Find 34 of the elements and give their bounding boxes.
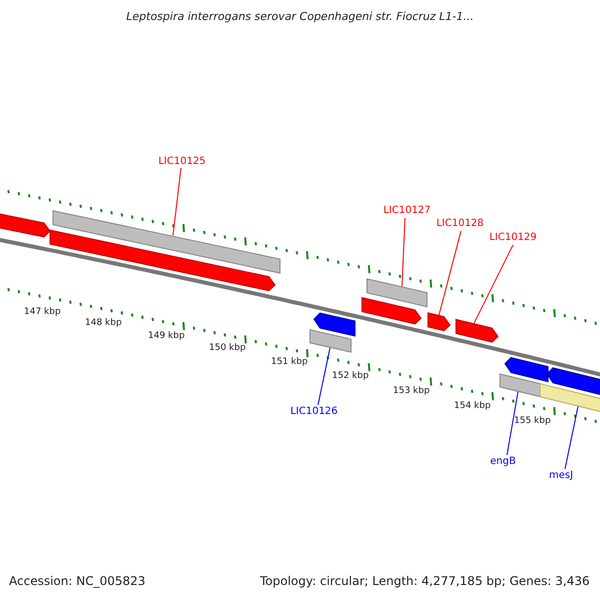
gene-feature	[456, 318, 499, 343]
gene-feature	[0, 211, 51, 238]
leader-line	[474, 244, 514, 324]
scale-label: 151 kbp	[271, 357, 308, 367]
gene-label: engB	[490, 456, 516, 467]
gene-feature	[362, 296, 422, 324]
scale-label: 154 kbp	[454, 401, 491, 411]
gene-feature	[50, 229, 276, 292]
gene-feature	[504, 357, 548, 382]
scale-label: 150 kbp	[209, 343, 246, 353]
scale-label: 147 kbp	[24, 307, 61, 317]
scale-label: 153 kbp	[393, 386, 430, 396]
blast-hit-bar	[310, 329, 352, 353]
leader-line	[402, 218, 406, 287]
gene-label: LIC10126	[290, 406, 338, 417]
leader-line	[172, 168, 182, 236]
gene-label: LIC10128	[436, 218, 484, 229]
leader-line	[438, 230, 462, 316]
scale-label: 148 kbp	[85, 318, 122, 328]
footer-text: Accession: NC_005823	[9, 574, 146, 588]
gene-feature	[428, 312, 451, 332]
gene-feature	[313, 312, 356, 337]
gene-label: mesJ	[548, 470, 574, 481]
gene-label: LIC10129	[489, 232, 537, 243]
scale-label: 149 kbp	[148, 331, 185, 341]
blast-hit-bar	[366, 278, 428, 308]
gene-label: LIC10125	[158, 156, 206, 167]
scale-label: 155 kbp	[514, 416, 551, 426]
scale-label: 152 kbp	[332, 371, 369, 381]
leader-line	[318, 347, 330, 406]
title: Leptospira interrogans serovar Copenhageni str. Fiocruz L1-1...	[125, 10, 475, 23]
footer-text: Topology: circular; Length: 4,277,185 bp; Genes: 3,436	[260, 574, 590, 588]
blast-hit-bar	[52, 210, 280, 274]
gene-label: LIC10127	[383, 205, 431, 216]
